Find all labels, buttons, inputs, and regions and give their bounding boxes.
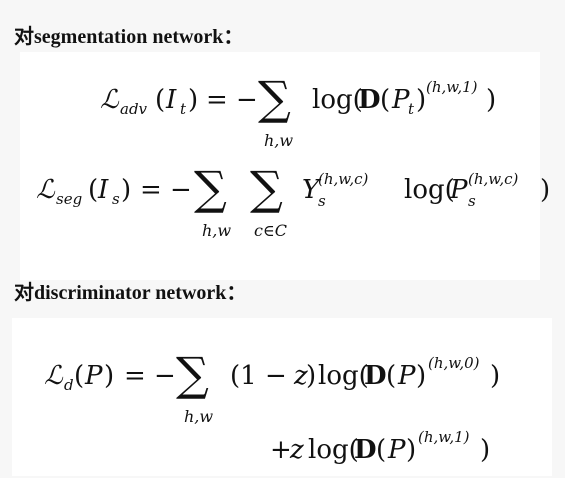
term-close: ) (306, 361, 316, 391)
discriminator-d: D (364, 361, 387, 391)
heading-discriminator-network: 对discriminator network： (14, 282, 247, 304)
open-paren: ( (155, 85, 165, 115)
equals-minus: = − (206, 85, 258, 115)
prediction-p: P (391, 85, 410, 115)
log-open: log( (312, 85, 363, 115)
equals-minus: = − (140, 175, 192, 205)
equals-minus: = − (124, 361, 176, 391)
paren-close: ) (406, 435, 416, 465)
log-open: log( (404, 175, 455, 205)
input-symbol: I (97, 175, 109, 205)
loss-subscript: seg (56, 190, 82, 208)
log-close: ) (486, 85, 496, 115)
segmentation-equations-panel (20, 52, 540, 280)
input-symbol: P (84, 361, 103, 391)
loss-subscript: adv (120, 100, 148, 118)
plus-sign: + (270, 435, 292, 465)
heading-segmentation-network: 对segmentation network： (14, 26, 244, 48)
discriminator-equations-panel (12, 318, 552, 476)
log-open: log( (308, 435, 359, 465)
log-close: ) (490, 361, 500, 391)
script-l: ℒ (44, 361, 64, 391)
sum-limit-c: c∈C (254, 221, 287, 240)
label-y: Y (302, 175, 322, 205)
sum-symbol-hw: ∑ (194, 161, 227, 215)
paren-open: ( (386, 361, 396, 391)
prediction-p: P (387, 435, 406, 465)
superscript: (h,w,0) (428, 354, 480, 372)
prediction-superscript: (h,w,c) (468, 170, 519, 188)
close-paren: ) (121, 175, 131, 205)
log-close: ) (480, 435, 490, 465)
loss-subscript: d (64, 376, 74, 394)
sum-symbol-c: ∑ (250, 161, 283, 215)
log-close: ) (540, 175, 550, 205)
superscript: (h,w,1) (418, 428, 470, 446)
input-subscript: t (180, 100, 187, 118)
sum-symbol: ∑ (258, 71, 291, 125)
open-paren: ( (88, 175, 98, 205)
sum-limit: h,w (184, 407, 213, 426)
script-l: ℒ (36, 175, 56, 205)
discriminator-d: D (354, 435, 377, 465)
prediction-p: P (397, 361, 416, 391)
term-one-minus: (1 − (230, 361, 287, 391)
input-symbol: I (165, 85, 177, 115)
paren-open: ( (380, 85, 390, 115)
label-y-superscript: (h,w,c) (318, 170, 369, 188)
open-paren: ( (74, 361, 84, 391)
prediction-subscript: s (468, 192, 476, 210)
sum-symbol: ∑ (176, 347, 209, 401)
sum-limit: h,w (264, 131, 293, 150)
label-z: z (293, 361, 308, 391)
label-z: z (289, 435, 304, 465)
paren-close: ) (416, 85, 426, 115)
paren-close: ) (416, 361, 426, 391)
sum-limit-hw: h,w (202, 221, 231, 240)
label-y-subscript: s (318, 192, 326, 210)
prediction-p: P (449, 175, 468, 205)
discriminator-d: D (358, 85, 381, 115)
close-paren: ) (188, 85, 198, 115)
superscript: (h,w,1) (426, 78, 478, 96)
prediction-subscript: t (408, 100, 415, 118)
paren-open: ( (376, 435, 386, 465)
close-paren: ) (104, 361, 114, 391)
input-subscript: s (112, 190, 120, 208)
script-l: ℒ (100, 85, 120, 115)
log-open: log( (318, 361, 369, 391)
